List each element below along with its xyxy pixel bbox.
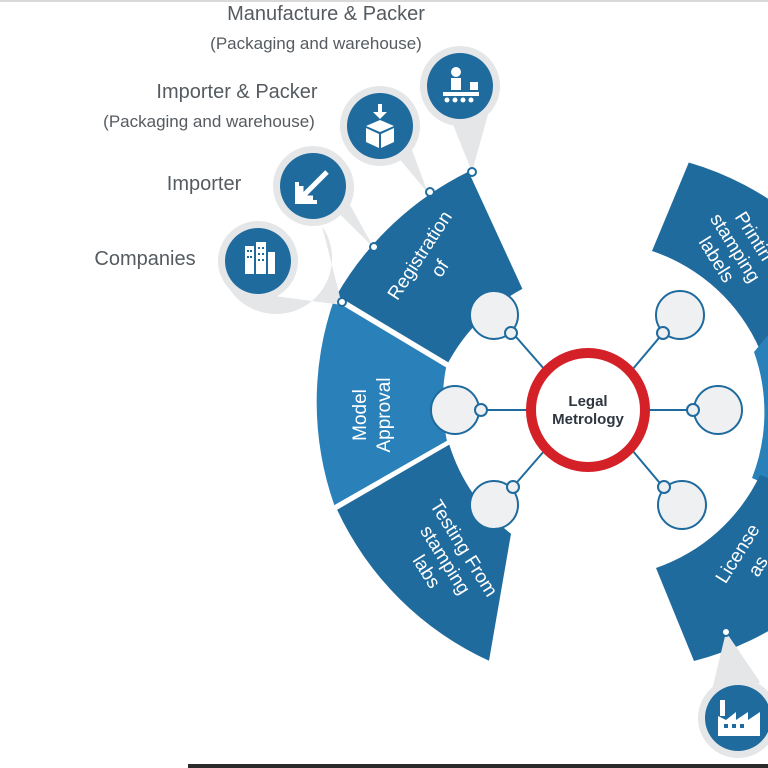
label-importer-title: Importer (167, 173, 242, 195)
model-approval-line2: Approval (374, 378, 395, 453)
import-arrow-icon (295, 170, 329, 204)
label-importer-packer-subtitle: (Packaging and warehouse) (103, 112, 315, 131)
pin-importer-packer[interactable] (340, 86, 435, 197)
label-manufacture-title: Manufacture & Packer (227, 3, 425, 25)
center-title-line1: Legal (568, 393, 607, 410)
segment-right-middle[interactable] (752, 335, 768, 485)
node-testing[interactable] (469, 480, 520, 530)
license-line2: as (744, 553, 768, 581)
segment-testing[interactable] (337, 444, 511, 661)
center-title-line2: Metrology (552, 411, 624, 428)
segment-model-approval-text: Model Approval (350, 378, 395, 453)
node-model-approval[interactable] (430, 385, 488, 435)
buildings-icon (245, 242, 275, 274)
node-printing[interactable] (655, 290, 705, 340)
pin-factory[interactable] (698, 627, 768, 758)
box-download-icon (366, 104, 394, 148)
node-registration[interactable] (469, 290, 519, 340)
node-license[interactable] (657, 480, 707, 530)
segment-model-approval[interactable] (316, 300, 447, 506)
node-right-middle[interactable] (686, 385, 743, 435)
pin-manufacture[interactable] (420, 46, 500, 177)
pin-importer[interactable] (273, 146, 379, 252)
bottom-border (188, 764, 768, 768)
model-approval-line1: Model (350, 389, 371, 441)
conveyor-worker-icon (443, 67, 479, 103)
segment-license[interactable] (656, 475, 768, 661)
top-border (0, 0, 768, 2)
label-importer-packer-title: Importer & Packer (156, 81, 318, 103)
segment-printing[interactable] (652, 162, 768, 351)
label-companies-title: Companies (94, 248, 195, 270)
factory-icon (718, 700, 760, 736)
pin-companies[interactable] (218, 221, 347, 315)
center-hub[interactable]: Legal Metrology (526, 348, 650, 472)
label-manufacture-subtitle: (Packaging and warehouse) (210, 34, 422, 53)
